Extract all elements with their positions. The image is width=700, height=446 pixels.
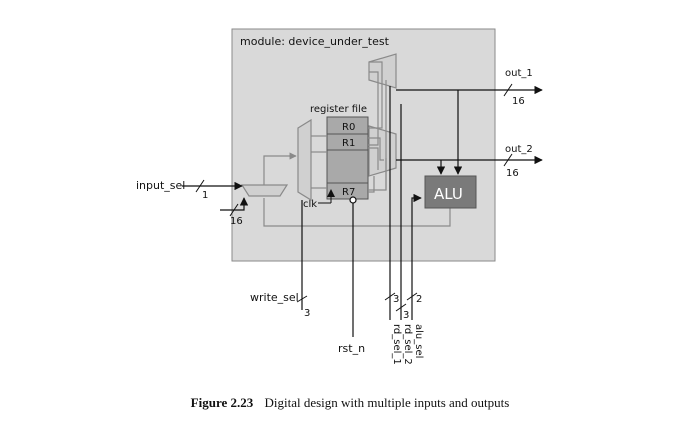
data-in-width: 16 bbox=[230, 216, 243, 227]
out-1-slash bbox=[503, 83, 513, 97]
rst-n-bubble bbox=[349, 196, 357, 204]
write-sel-label: write_sel bbox=[250, 291, 299, 304]
out-2-label: out_2 bbox=[505, 144, 533, 155]
out-2-width: 16 bbox=[506, 168, 519, 179]
input-sel-slash bbox=[195, 179, 205, 193]
internal-wires bbox=[263, 61, 451, 227]
read-mux-2 bbox=[368, 125, 397, 177]
select-wires bbox=[389, 86, 422, 320]
data-in-slash bbox=[229, 203, 239, 217]
alu-sel-slash bbox=[406, 292, 418, 301]
register-file-title: register file bbox=[310, 104, 367, 115]
register-r0: R0 bbox=[342, 122, 355, 133]
alu-sel-label: alu_sel bbox=[413, 324, 424, 358]
write-sel-slash bbox=[296, 295, 308, 303]
input-sel-label: input_sel bbox=[136, 179, 185, 192]
figure-number: Figure 2.23 bbox=[190, 395, 254, 410]
input-sel-width: 1 bbox=[202, 190, 208, 201]
out-1-width: 16 bbox=[512, 96, 525, 107]
register-r1: R1 bbox=[342, 138, 355, 149]
figure-caption: Figure 2.23 Digital design with multiple… bbox=[0, 395, 700, 411]
rd-sel-2-width: 3 bbox=[403, 310, 409, 321]
clock-label: clk bbox=[303, 199, 317, 210]
rd-sel-1-label: rd_sel_1 bbox=[391, 324, 402, 365]
output-wires bbox=[396, 85, 543, 175]
alu-sel-width: 2 bbox=[416, 294, 422, 305]
out-2-slash bbox=[503, 153, 513, 167]
alu-label: ALU bbox=[434, 185, 463, 203]
clock-triangle bbox=[327, 189, 335, 197]
rd-sel-2-label: rd_sel_2 bbox=[402, 324, 413, 365]
module-title: module: device_under_test bbox=[240, 35, 390, 48]
out-1-label: out_1 bbox=[505, 68, 533, 79]
rd-sel-2-slash bbox=[395, 303, 407, 312]
data-in-wire bbox=[220, 197, 249, 211]
figure-caption-text: Digital design with multiple inputs and … bbox=[264, 395, 510, 410]
write-sel-width: 3 bbox=[304, 308, 310, 319]
register-r7: R7 bbox=[342, 187, 355, 198]
rd-sel-1-slash bbox=[384, 292, 396, 301]
write-demux bbox=[297, 118, 312, 202]
alu-block bbox=[424, 175, 477, 209]
register-file bbox=[326, 116, 369, 200]
input-mux bbox=[240, 184, 289, 197]
rd-sel-1-width: 3 bbox=[393, 294, 399, 305]
rst-n-label: rst_n bbox=[338, 342, 365, 355]
